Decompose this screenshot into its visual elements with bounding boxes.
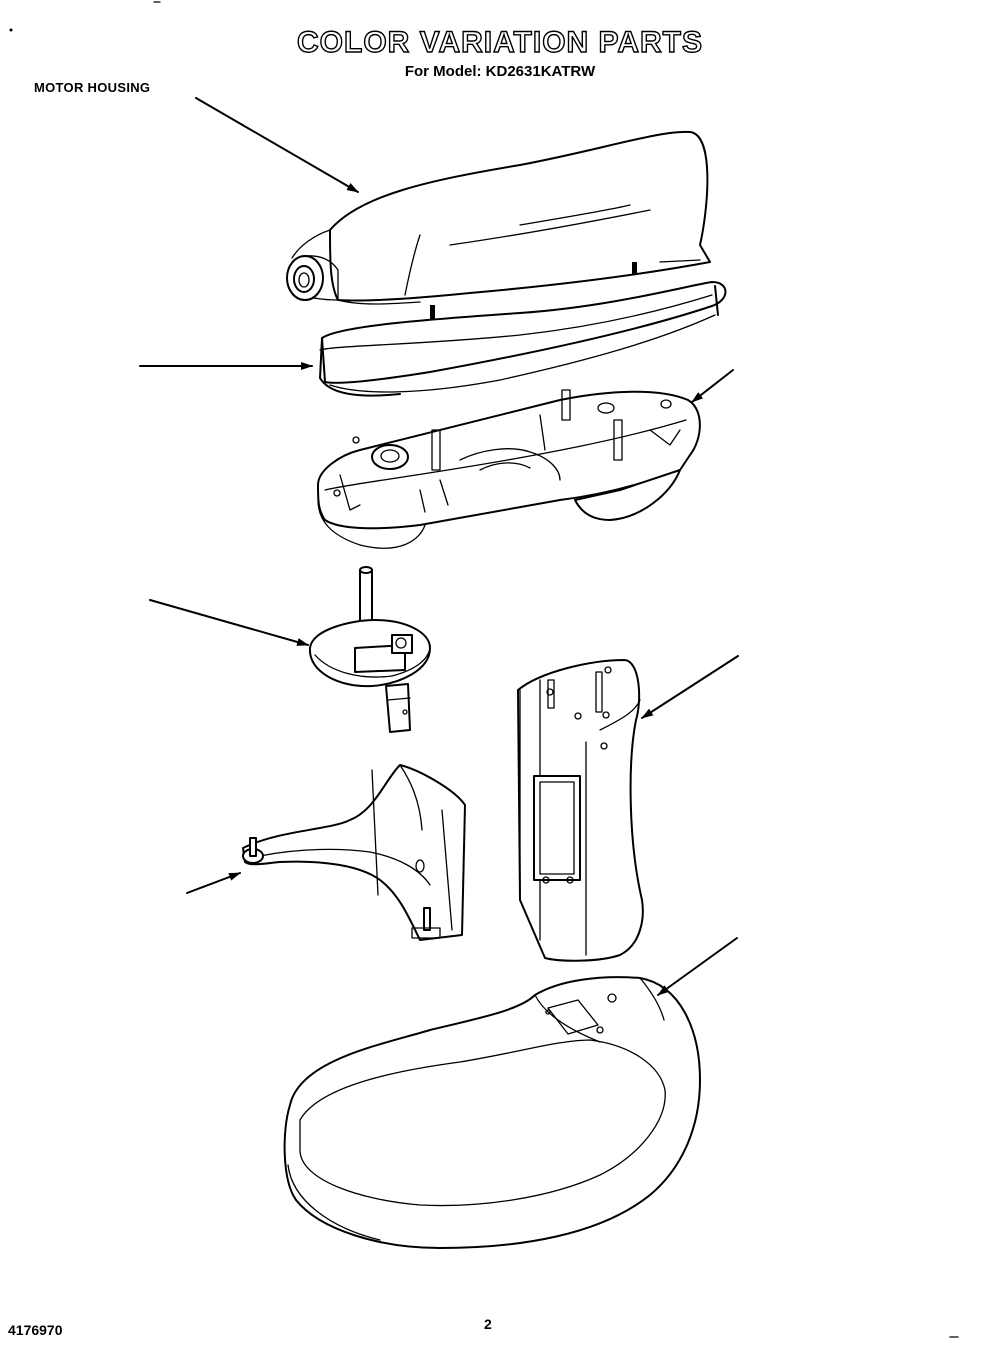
leader-gear-housing	[691, 369, 734, 403]
bowl-clamp-arm-part	[242, 764, 466, 941]
leader-planetary	[149, 599, 309, 646]
leader-pedestal	[641, 655, 739, 719]
corner-mark-top-left	[9, 28, 13, 32]
leader-clamp-arm	[186, 872, 241, 894]
model-subtitle: For Model: KD2631KATRW	[404, 63, 596, 80]
page-title: COLOR VARIATION PARTS	[296, 25, 703, 59]
leader-base	[657, 937, 738, 996]
label-motor-housing: MOTOR HOUSING	[34, 80, 151, 95]
planetary-assembly-part	[308, 566, 431, 733]
base-part	[283, 976, 701, 1249]
leader-motor-housing	[195, 97, 359, 193]
motor-housing-part	[286, 130, 711, 319]
footer-part-number: 4176970	[8, 1322, 63, 1338]
pedestal-column-part	[517, 659, 644, 962]
footer-page-number: 2	[484, 1316, 492, 1332]
gear-housing-part	[317, 389, 701, 549]
trim-band-part	[319, 281, 727, 397]
